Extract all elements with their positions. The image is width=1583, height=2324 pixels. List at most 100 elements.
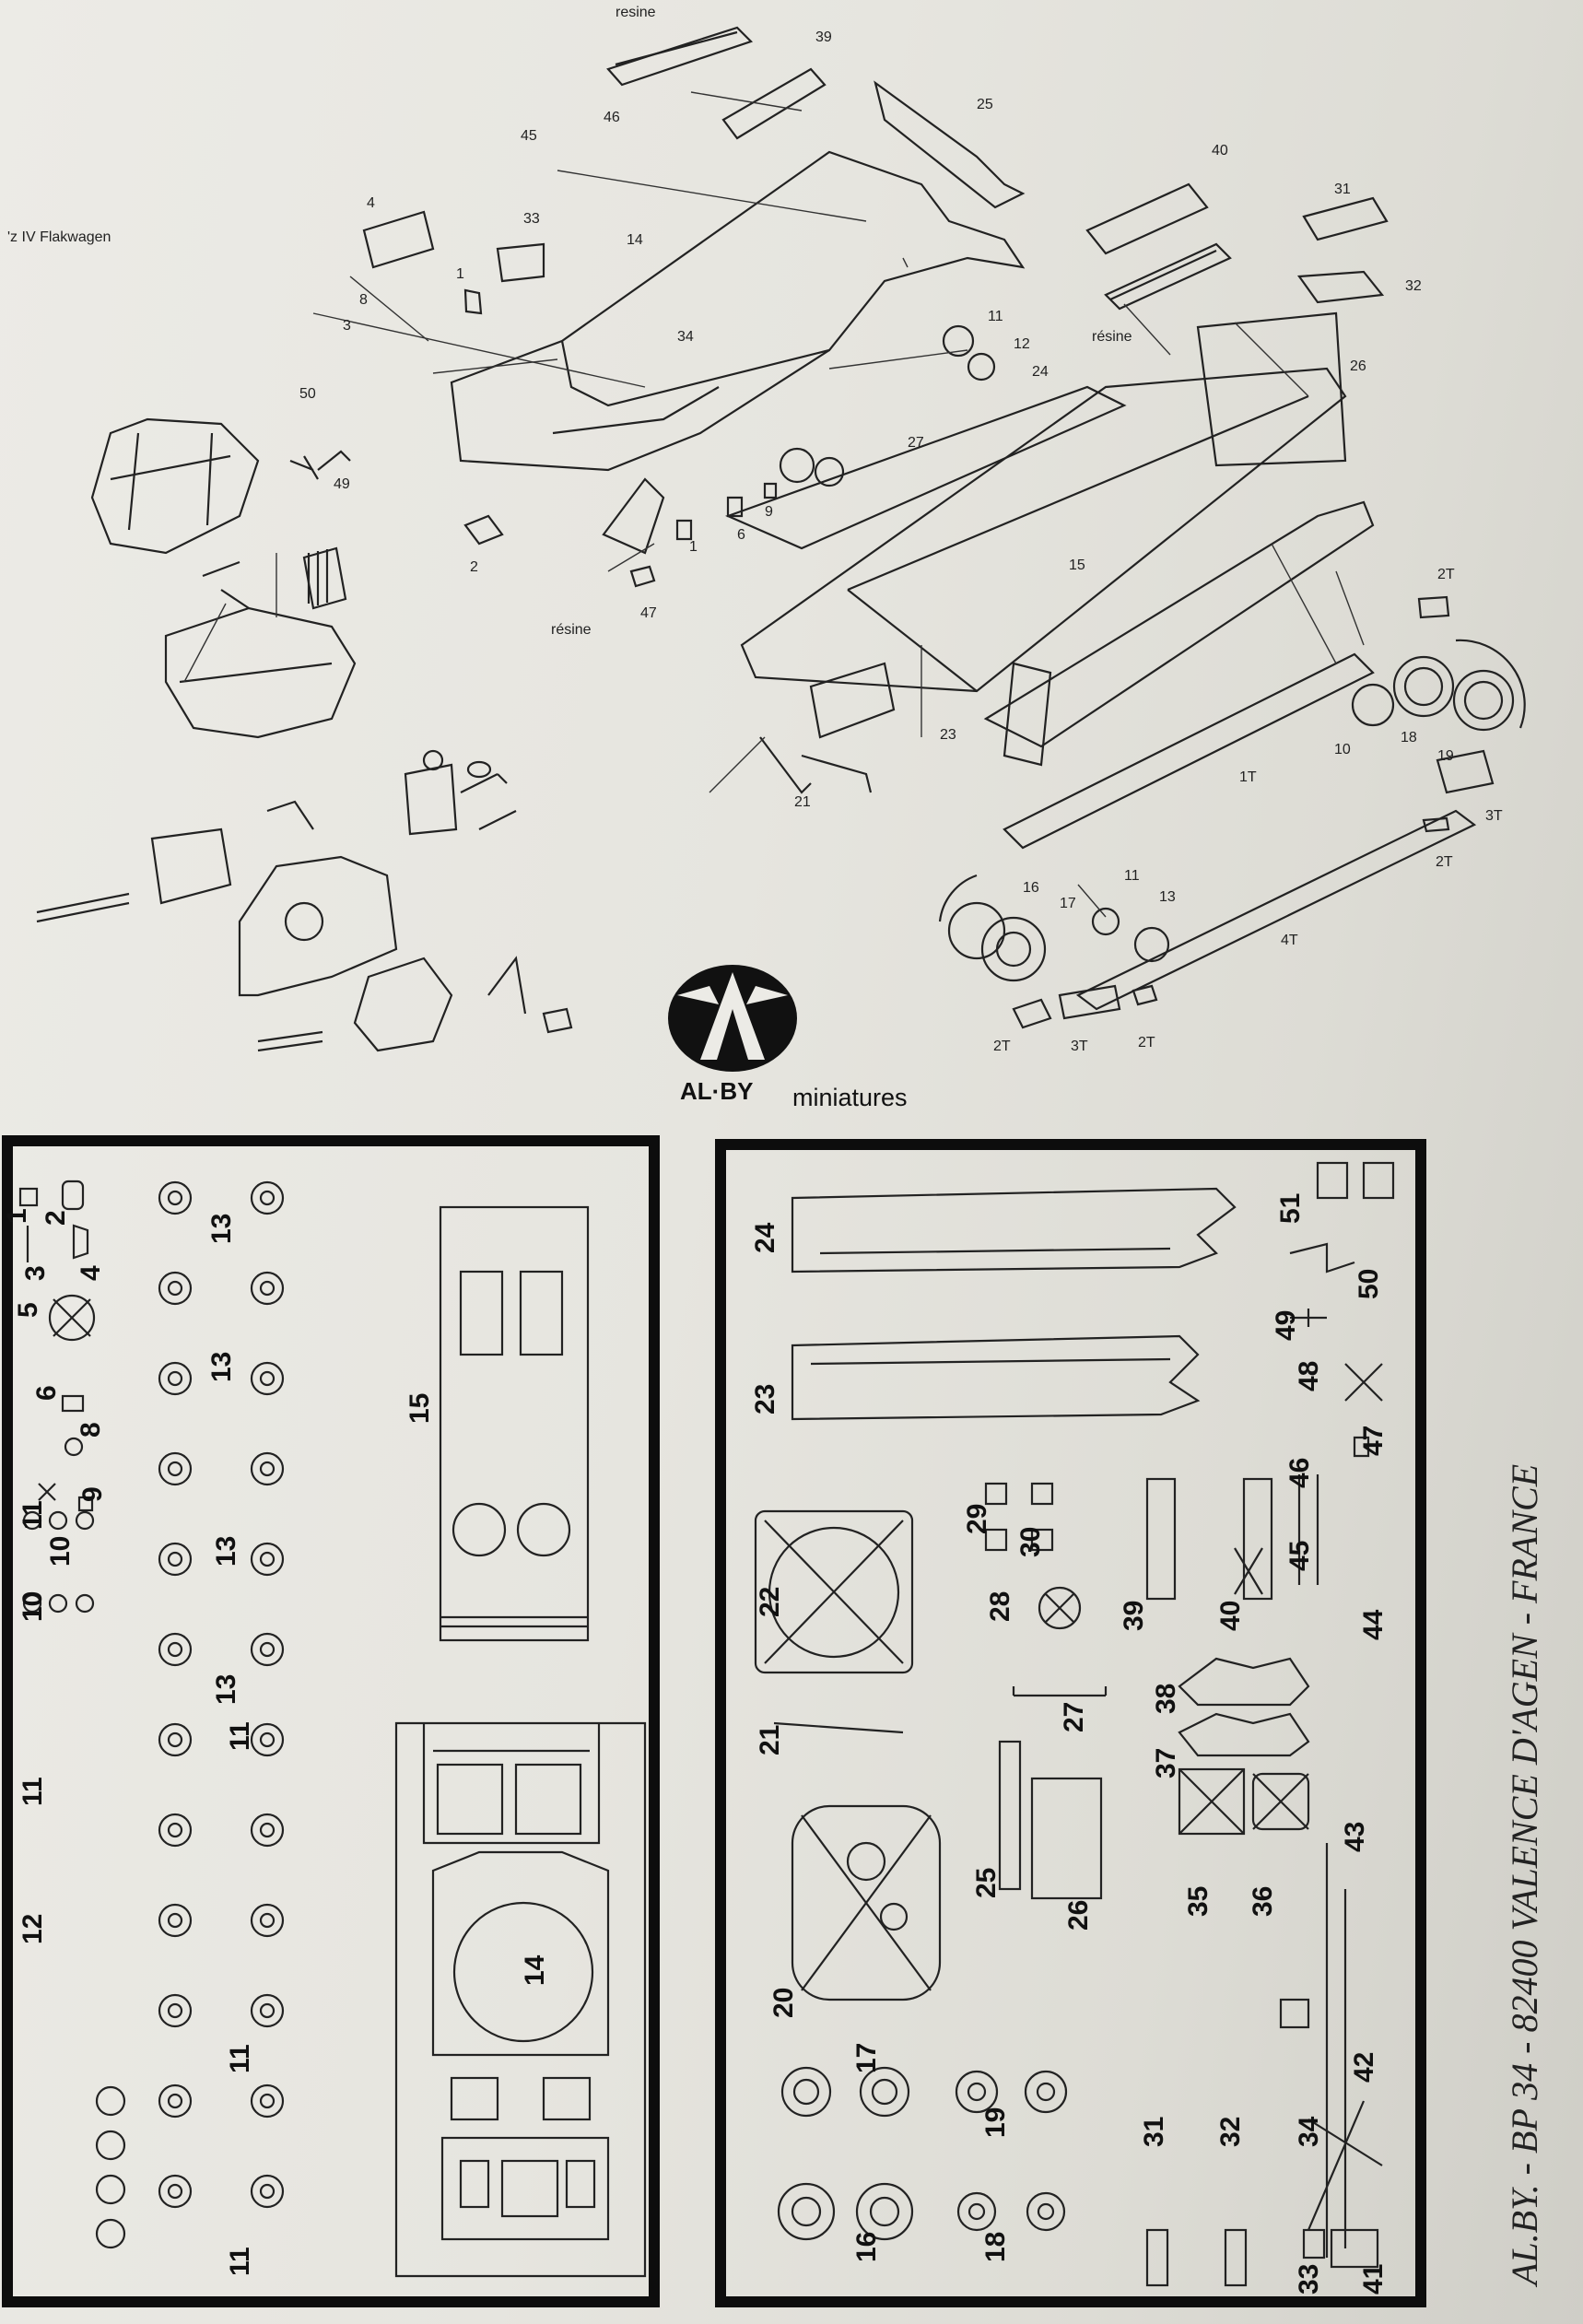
callout: 8 <box>359 292 368 308</box>
callout: 2 <box>470 559 478 575</box>
part-label: 13 <box>211 1536 241 1567</box>
callout: 50 <box>299 386 316 402</box>
callout: 32 <box>1405 278 1422 294</box>
part-label: 11 <box>18 1500 48 1530</box>
road-wheel <box>95 2130 126 2161</box>
callout: 23 <box>940 727 956 743</box>
callout: 17 <box>1060 896 1076 911</box>
part-label: 34 <box>1294 2116 1324 2147</box>
road-wheel-hub <box>259 1190 276 1206</box>
road-wheel <box>158 2083 193 2119</box>
road-wheel-hub <box>167 1641 183 1658</box>
part-label: 29 <box>962 1504 992 1534</box>
road-wheel-hub <box>259 1461 276 1477</box>
part-label: 19 <box>980 2107 1011 2138</box>
road-wheel-hub <box>259 1280 276 1297</box>
part-label: 44 <box>1358 1609 1389 1640</box>
road-wheel-hub <box>259 2183 276 2200</box>
part-label: 38 <box>1151 1684 1181 1714</box>
callout: 45 <box>521 128 537 144</box>
part-label: 23 <box>750 1384 780 1414</box>
brand-name: AL·BY <box>680 1077 753 1105</box>
road-wheel-hub <box>167 1370 183 1387</box>
part-label: 5 <box>13 1302 43 1318</box>
road-wheel <box>158 1451 193 1486</box>
part-label: 26 <box>1063 1900 1094 1931</box>
road-wheel-hub <box>259 2002 276 2019</box>
part-label: 28 <box>985 1591 1015 1622</box>
callout: 1 <box>689 539 698 555</box>
callout: 40 <box>1212 143 1228 158</box>
part-label: 32 <box>1215 2117 1246 2147</box>
brand-suffix: miniatures <box>792 1084 908 1111</box>
part-label: 27 <box>1059 1702 1089 1732</box>
part-label: 22 <box>755 1587 785 1617</box>
road-wheel <box>158 1271 193 1306</box>
road-wheel-hub <box>167 2002 183 2019</box>
left-sprue-panel: 1 2 3 4 5 6 8 9 10 10 11 11 12 11 11 11 … <box>2 1135 660 2307</box>
road-wheel-hub <box>259 2093 276 2109</box>
road-wheel <box>95 2085 126 2117</box>
callout: 33 <box>523 211 540 227</box>
callout: 2T <box>1138 1035 1155 1050</box>
callout: 10 <box>1334 742 1351 757</box>
callout: 21 <box>794 794 811 810</box>
part-label: 42 <box>1349 2052 1379 2083</box>
road-wheel <box>250 2174 285 2209</box>
part-label: 39 <box>1119 1601 1149 1631</box>
road-wheel <box>158 1813 193 1848</box>
part-label: 36 <box>1248 1886 1278 1917</box>
left-sprue-labels: 1 2 3 4 5 6 8 9 10 10 11 11 12 11 11 11 … <box>2 1208 550 2276</box>
road-wheel <box>250 1271 285 1306</box>
road-wheel-hub <box>167 1280 183 1297</box>
resine-left-label: résine <box>551 622 592 638</box>
road-wheel-hub <box>167 1190 183 1206</box>
road-wheel <box>250 2083 285 2119</box>
exploded-view: resine 'z IV Flakwagen <box>7 5 1526 1054</box>
road-wheel-hub <box>167 2093 183 2109</box>
part-label: 37 <box>1151 1748 1181 1778</box>
part-label: 8 <box>76 1422 106 1438</box>
callout: 26 <box>1350 358 1366 374</box>
road-wheel <box>250 1722 285 1757</box>
road-wheel <box>158 1903 193 1938</box>
callout: 15 <box>1069 558 1085 573</box>
callout: 1 <box>456 266 464 282</box>
part-label: 13 <box>211 1674 241 1705</box>
road-wheel <box>158 1722 193 1757</box>
callout: 3 <box>343 318 351 334</box>
part-label: 11 <box>225 2247 255 2276</box>
callout: 3T <box>1071 1039 1088 1054</box>
part-label: 47 <box>1358 1426 1389 1456</box>
callout: 16 <box>1023 880 1039 896</box>
road-wheel-hub <box>167 2183 183 2200</box>
part-label: 21 <box>755 1725 785 1755</box>
callout: 49 <box>334 476 350 492</box>
road-wheel <box>250 1180 285 1215</box>
part-label: 33 <box>1294 2264 1324 2295</box>
road-wheel <box>95 2174 126 2205</box>
alby-logo <box>668 965 797 1072</box>
callout: 47 <box>640 605 657 621</box>
road-wheel <box>158 1632 193 1667</box>
callout: 34 <box>677 329 694 345</box>
road-wheel <box>158 1542 193 1577</box>
road-wheel-hub <box>259 1551 276 1567</box>
right-sprue-panel: 24 23 51 50 49 48 47 46 45 44 22 29 30 2… <box>715 1139 1426 2307</box>
part-label: 43 <box>1340 1822 1370 1852</box>
road-wheel-hub <box>259 1370 276 1387</box>
part-label: 20 <box>768 1988 799 2018</box>
kit-title: 'z IV Flakwagen <box>7 229 111 245</box>
callout: 31 <box>1334 182 1351 197</box>
road-wheel-hub <box>259 1912 276 1929</box>
part-label: 24 <box>750 1222 780 1253</box>
road-wheel <box>250 1813 285 1848</box>
callout: 12 <box>1014 336 1030 352</box>
part-label: 1 <box>2 1208 32 1224</box>
right-sprue-labels: 24 23 51 50 49 48 47 46 45 44 22 29 30 2… <box>750 1193 1389 2295</box>
callout: 11 <box>988 309 1003 324</box>
part-label: 41 <box>1358 2264 1389 2295</box>
callout: 27 <box>908 435 924 451</box>
callout: 46 <box>604 110 620 125</box>
